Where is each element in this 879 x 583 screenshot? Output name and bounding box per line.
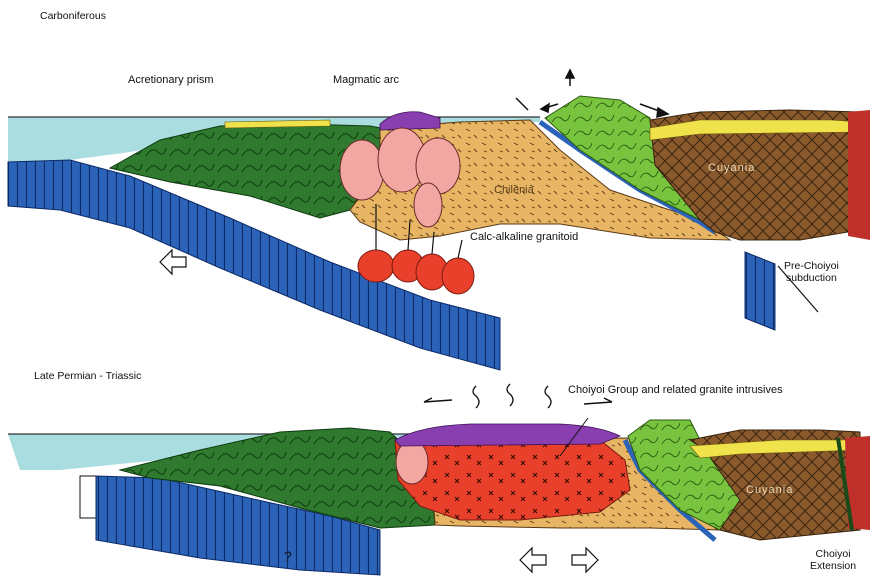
label-cuyania-top: Cuyania xyxy=(708,162,755,175)
top-panel xyxy=(8,70,870,370)
top-arc-volcanics xyxy=(380,112,440,130)
label-pre-choiyoi-line2: subduction xyxy=(784,272,839,284)
label-magmatic-arc: Magmatic arc xyxy=(333,74,399,87)
top-red-edge xyxy=(848,110,870,240)
panel-title-late-permian-triassic: Late Permian - Triassic xyxy=(34,370,141,382)
bottom-granite-intrusives xyxy=(395,440,630,520)
label-choiyoi-group: Choiyoi Group and related granite intrus… xyxy=(568,384,783,397)
bottom-white-block xyxy=(80,476,96,518)
bottom-extension-half-arrows xyxy=(424,398,612,404)
label-choiyoi-extension-line1: Choiyoi xyxy=(810,548,856,560)
bottom-right-extension-arrow-icon xyxy=(572,548,598,572)
label-cuyania-bottom: Cuyania xyxy=(746,484,793,497)
label-choiyoi-extension-line2: Extension xyxy=(810,560,856,572)
bottom-left-extension-arrow-icon xyxy=(520,548,546,572)
bottom-choiyoi-volcanics xyxy=(395,424,620,446)
top-convergence-arrow-icon xyxy=(160,250,186,274)
panel-title-carboniferous: Carboniferous xyxy=(40,10,106,22)
bottom-heat-flow-lines xyxy=(473,384,551,408)
label-chilenia: Chilenia xyxy=(494,184,534,197)
top-small-slab xyxy=(745,252,775,330)
label-pre-choiyoi-line1: Pre-Choiyoi xyxy=(784,260,839,272)
label-pre-choiyoi-subduction: Pre-Choiyoi subduction xyxy=(784,260,839,284)
label-question-mark: ? xyxy=(284,548,292,564)
label-calc-alkaline-granitoid: Calc-alkaline granitoid xyxy=(470,231,578,244)
bottom-panel xyxy=(8,384,870,575)
bottom-pink-pluton xyxy=(396,440,428,484)
label-accretionary-prism: Acretionary prism xyxy=(128,74,214,87)
label-choiyoi-extension: Choiyoi Extension xyxy=(810,548,856,572)
